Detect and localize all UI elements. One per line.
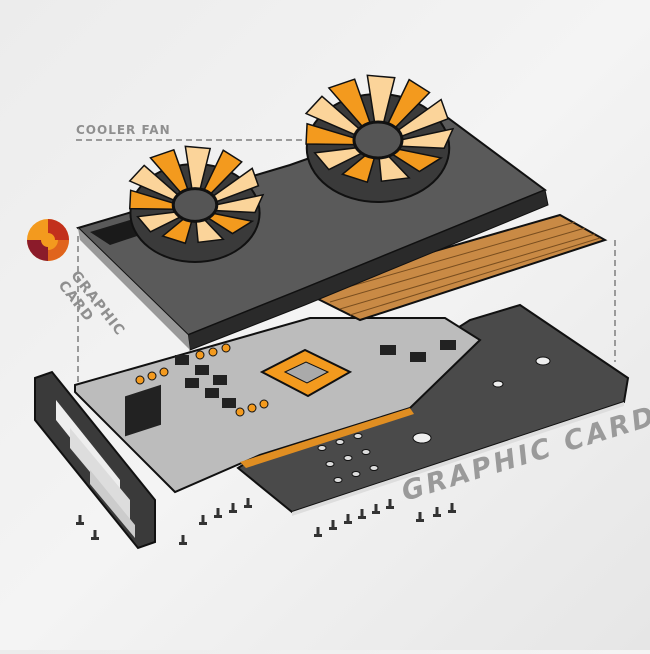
screw <box>199 515 207 525</box>
screw <box>372 504 380 514</box>
screw <box>76 515 84 525</box>
screw <box>448 503 456 513</box>
screw <box>329 520 337 530</box>
cooler-fan-right <box>304 74 455 203</box>
screw <box>416 512 424 522</box>
pcb-board <box>74 317 482 494</box>
backplate <box>236 303 630 516</box>
fan-hub <box>352 120 404 160</box>
screw <box>433 507 441 517</box>
fan-hub <box>171 187 219 223</box>
guide-lines <box>76 139 616 388</box>
cooler-fan-label: COOLER FAN <box>76 123 171 137</box>
screw <box>244 498 252 508</box>
screw <box>386 499 394 509</box>
screw <box>229 503 237 513</box>
logo-icon <box>27 219 69 261</box>
screw <box>214 508 222 518</box>
heatsink <box>297 213 608 322</box>
screw <box>179 535 187 545</box>
io-bracket <box>34 370 156 550</box>
screws <box>76 498 456 545</box>
screw <box>344 514 352 524</box>
cooler-fan-left <box>128 145 265 263</box>
screw <box>314 527 322 537</box>
screw <box>358 509 366 519</box>
screw <box>91 530 99 540</box>
